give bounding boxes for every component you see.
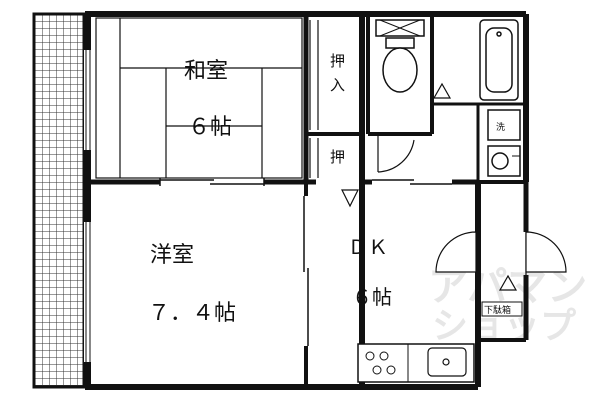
sliding-doors-washitsu-dk: [372, 178, 452, 186]
closet-small: 押: [330, 148, 345, 166]
washer: 洗: [487, 109, 521, 141]
bathtub: [479, 19, 519, 101]
door-markers: [341, 82, 518, 291]
closet-large-line2: 入: [330, 76, 345, 94]
shoe-box: 下駄箱: [481, 301, 523, 317]
windows: [84, 50, 92, 362]
dk-size: ６帖: [352, 285, 392, 309]
shoe-box-label: 下駄箱: [484, 304, 511, 316]
youshitsu-size: ７．４帖: [148, 301, 236, 326]
washitsu-name: 和室: [184, 59, 228, 84]
sliding-doors-youshitsu-dk: [302, 196, 310, 346]
toilet-door-swing: [377, 134, 415, 173]
stove: [365, 351, 396, 375]
closet-details: [309, 20, 319, 178]
washitsu-size: ６帖: [188, 115, 232, 140]
kitchen-sink: [427, 347, 467, 377]
sliding-doors-washitsu-youshitsu: [159, 178, 265, 186]
closet-large-line1: 押: [330, 52, 345, 70]
balcony: [32, 12, 86, 389]
walls: [85, 11, 529, 390]
youshitsu-name: 洋室: [150, 243, 194, 268]
wash-basin: [487, 145, 521, 177]
entrance-door: [435, 231, 567, 275]
washer-label: 洗: [496, 121, 505, 133]
dk-name: ＤＫ: [348, 235, 388, 259]
toilet: [375, 19, 425, 93]
tatami-lines: [95, 17, 303, 179]
